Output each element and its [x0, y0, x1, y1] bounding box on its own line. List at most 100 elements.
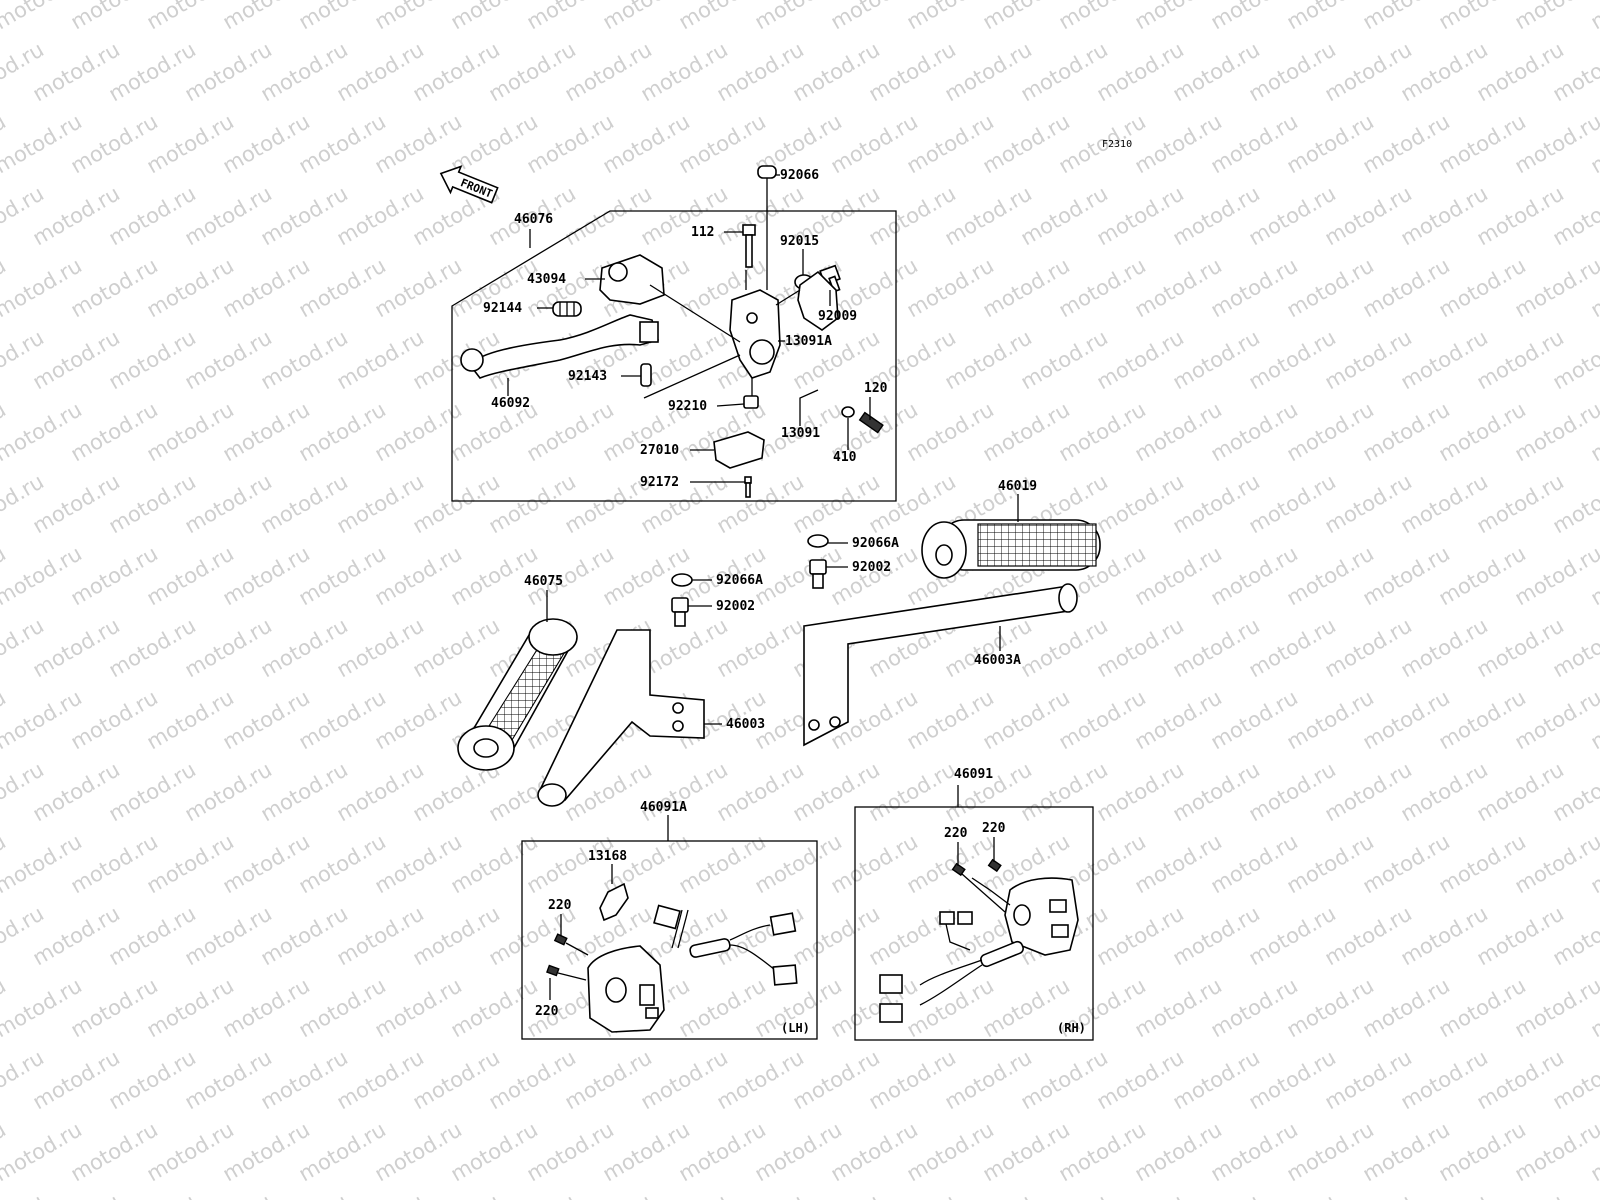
watermark-text: motod.ru: [1511, 541, 1600, 610]
watermark-text: motod.ru: [865, 1189, 960, 1200]
watermark-text: motod.ru: [105, 1189, 200, 1200]
rh-switch-harness: [879, 877, 1024, 1023]
part-number-label: 46092: [491, 396, 530, 411]
lh-switch-housing-46091A: [587, 945, 665, 1033]
part-number-label: 46076: [514, 212, 553, 227]
part-number-label: 120: [864, 381, 888, 396]
brake-lever-46092: [460, 314, 660, 379]
throttle-grip-46019: [921, 519, 1101, 579]
part-number-label: 43094: [527, 272, 566, 287]
watermark-text: motod.ru: [1017, 1189, 1112, 1200]
part-number-label: 46091: [954, 767, 993, 782]
part-number-label: 220: [548, 898, 572, 913]
part-number-label: 46075: [524, 574, 563, 589]
part-number-label: 220: [535, 1004, 559, 1019]
lever-assembly-box: [451, 210, 897, 502]
part-number-label: 46019: [998, 479, 1037, 494]
part-number-label: 13091A: [785, 334, 832, 349]
screw-220-rh-a: [951, 862, 1006, 913]
handlebar-46003A: [803, 583, 1078, 747]
watermark-text: motod.ru: [1245, 1189, 1340, 1200]
watermark-text: motod.ru: [637, 1189, 732, 1200]
watermark-text: motod.ru: [789, 1189, 884, 1200]
bolt-120: [858, 411, 884, 434]
watermark-text: motod.ru: [1473, 1189, 1568, 1200]
part-number-label: 410: [833, 450, 857, 465]
pivot-collar-92143: [640, 363, 652, 387]
part-number-label: 46003: [726, 717, 765, 732]
spring-92144: [552, 301, 582, 317]
watermark-text: motod.ru: [1511, 829, 1600, 898]
part-number-label: 92144: [483, 301, 522, 316]
clip-13168: [599, 882, 629, 922]
watermark-text: motod.ru: [29, 1189, 124, 1200]
part-labels: 46076 43094 92144 46092 92143 112 92066 92015 92…: [483, 168, 1037, 1019]
watermark-text: motod.ru: [1511, 1117, 1600, 1186]
part-number-label: 92002: [852, 560, 891, 575]
part-number-label: 92172: [640, 475, 679, 490]
grip-46075: [457, 618, 578, 771]
watermark-text: motod.ru: [1511, 109, 1600, 178]
part-number-label: 92066: [780, 168, 819, 183]
side-label-rh: (RH): [1057, 1021, 1086, 1035]
part-number-label: 13168: [588, 849, 627, 864]
leader-line: [799, 389, 819, 426]
watermark-text: motod.ru: [1511, 397, 1600, 466]
watermark-text: motod.ru: [257, 1189, 352, 1200]
part-number-label: 92015: [780, 234, 819, 249]
rh-switch-box: [854, 806, 1094, 1041]
watermark-text: motod.ru: [1511, 0, 1600, 34]
bolt-92002-right: [809, 559, 827, 589]
screw-220-lh-top: [553, 933, 589, 956]
figure-code: F2310: [1102, 139, 1132, 150]
part-number-label: 92143: [568, 369, 607, 384]
clamp-13091: [797, 270, 839, 331]
part-number-label: 27010: [640, 443, 679, 458]
watermark-text: motod.ru: [1511, 973, 1600, 1042]
nut-92210: [743, 395, 759, 409]
part-number-label: 92009: [818, 309, 857, 324]
watermark-text: motod.ru: [181, 1189, 276, 1200]
washer-92066A-right: [807, 534, 829, 548]
watermark-text: motod.ru: [1511, 253, 1600, 322]
screw-220-rh-b: [987, 858, 1002, 873]
watermark-text: motod.ru: [1169, 1189, 1264, 1200]
washer-410: [841, 406, 855, 418]
part-number-label: 220: [944, 826, 968, 841]
watermark-text: motod.ru: [1397, 1189, 1492, 1200]
part-number-label: 92066A: [852, 536, 899, 551]
watermark-text: motod.ru: [1321, 1189, 1416, 1200]
watermark-text: motod.ru: [0, 1189, 48, 1200]
watermark-text: motod.ru: [1511, 685, 1600, 754]
handlebar-46003: [537, 629, 705, 807]
bolt-92002-left: [671, 597, 689, 627]
lever-assembly-lines: [643, 270, 801, 399]
screw-92172: [744, 476, 752, 498]
watermark-text: motod.ru: [1093, 1189, 1188, 1200]
watermark-text: motod.ru: [409, 1189, 504, 1200]
lh-switch-harness: [653, 904, 798, 986]
rh-switch-housing-46091: [1004, 877, 1079, 956]
part-number-label: 46091A: [640, 800, 687, 815]
part-number-label: 13091: [781, 426, 820, 441]
switch-27010: [713, 431, 765, 469]
part-number-label: 112: [691, 225, 714, 240]
leader-line: [716, 403, 745, 407]
part-number-label: 46003A: [974, 653, 1021, 668]
watermark-text: motod.ru: [333, 1189, 428, 1200]
watermark-text: motod.ru: [941, 1189, 1036, 1200]
lh-switch-box: [521, 840, 818, 1040]
part-number-label: 92210: [668, 399, 707, 414]
part-number-label: 220: [982, 821, 1006, 836]
watermark-text: motod.ru: [485, 1189, 580, 1200]
lever-holder-13091A: [729, 289, 781, 379]
cap-92066: [757, 165, 777, 290]
washer-92066A-left: [671, 573, 693, 587]
part-number-label: 92002: [716, 599, 755, 614]
part-number-label: 92066A: [716, 573, 763, 588]
screw-220-lh-bottom: [546, 964, 587, 981]
watermark-text: motod.ru: [1587, 0, 1600, 34]
side-label-lh: (LH): [781, 1021, 810, 1035]
